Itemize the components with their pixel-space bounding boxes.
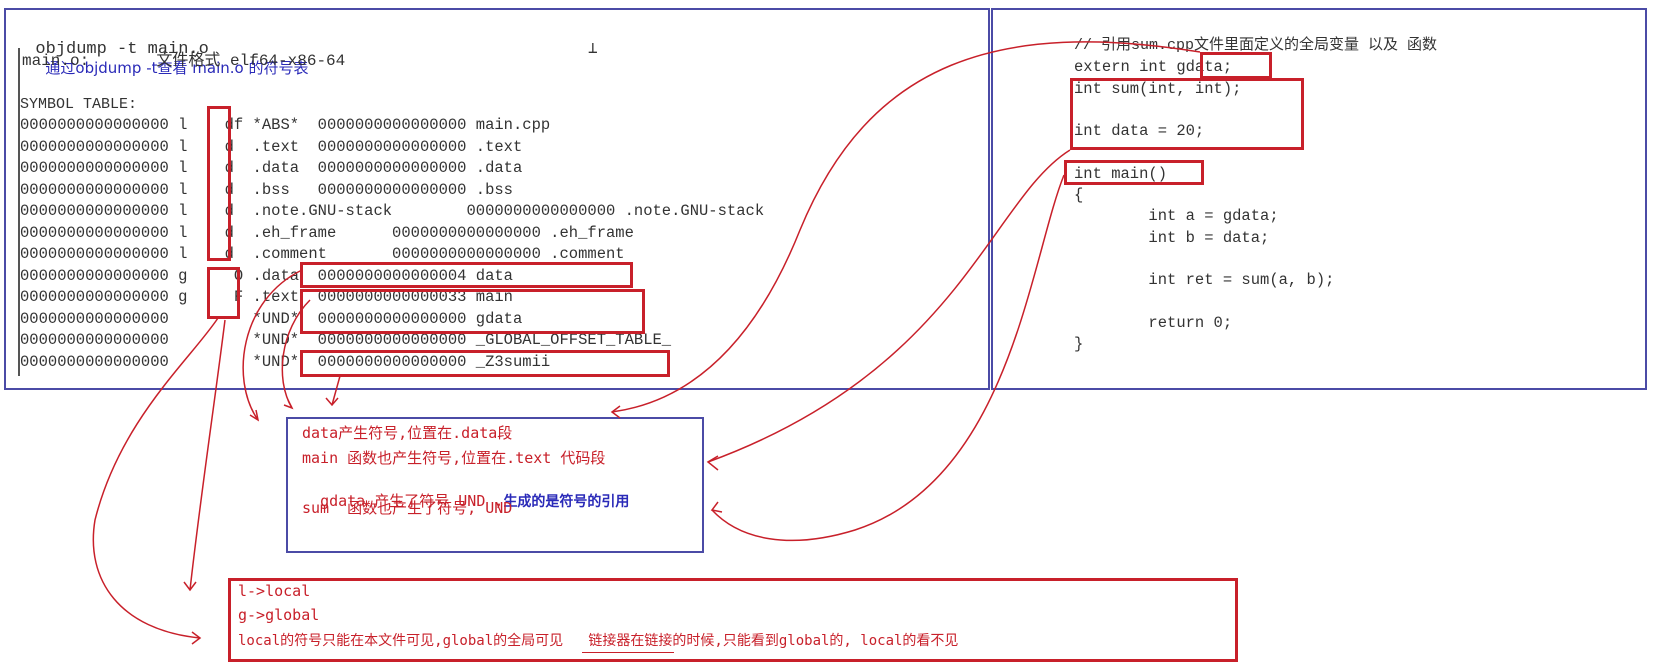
- local-flag-highlight: [207, 106, 231, 261]
- source-line: }: [1074, 335, 1084, 354]
- legend-underline: [582, 652, 674, 653]
- legend-global: g->global: [238, 606, 320, 624]
- explain-gdata-text: gdata 产生了符号 UND ,: [320, 492, 504, 510]
- legend-local: l->local: [238, 582, 311, 600]
- source-line: int a = gdata;: [1074, 207, 1279, 226]
- symbol-row: 0000000000000000 l d .bss 00000000000000…: [20, 180, 513, 199]
- source-line: return 0;: [1074, 313, 1233, 332]
- main-gdata-highlight: [300, 289, 645, 334]
- sum-symbol-highlight: [300, 350, 670, 377]
- arrowhead-data: [249, 409, 260, 422]
- explain-gdata-bold: 生成的是符号的引用: [503, 494, 630, 510]
- objdump-command: objdump -t main.o 通过objdump -t查看 main.o …: [15, 23, 308, 79]
- sum-data-decl-highlight: [1070, 78, 1304, 150]
- symbol-row: 0000000000000000 l d .eh_frame 000000000…: [20, 223, 634, 242]
- main-decl-highlight: [1064, 160, 1204, 185]
- explain-line-gdata: gdata 产生了符号 UND ,生成的是符号的引用: [302, 472, 629, 511]
- explain-line-data: data产生符号,位置在.data段: [302, 424, 513, 442]
- symbol-row: 0000000000000000 l df *ABS* 000000000000…: [20, 116, 551, 134]
- symbol-row: 0000000000000000 l d .data 0000000000000…: [20, 159, 523, 177]
- cursor-glyph: ⊥: [588, 40, 598, 58]
- symbol-row: 0000000000000000 l d .comment 0000000000…: [20, 245, 625, 263]
- arrowhead-local: [191, 631, 202, 645]
- arrowhead-global: [183, 581, 197, 592]
- data-symbol-highlight: [300, 262, 633, 288]
- source-line: int ret = sum(a, b);: [1074, 271, 1335, 290]
- arrowhead-main: [283, 399, 294, 410]
- arrowhead-main-src: [710, 501, 723, 513]
- symbol-row: 0000000000000000 l d .text 0000000000000…: [20, 137, 523, 156]
- global-flag-highlight: [207, 267, 240, 319]
- command-note: 通过objdump -t查看 main.o 的符号表: [45, 59, 309, 77]
- symbol-row: 0000000000000000 l d .note.GNU-stack 000…: [20, 202, 765, 220]
- legend-visibility-note: local的符号只能在本文件可见,global的全局可见 链接器在链接的时候,只…: [238, 633, 959, 649]
- explain-line-main: main 函数也产生符号,位置在.text 代码段: [302, 449, 606, 467]
- explain-line-sum: sum 函数也产生了符号, UND: [302, 499, 513, 517]
- file-format-line: main.o: 文件格式 elf64-x86-64: [22, 52, 346, 70]
- command-text: objdump -t main.o: [35, 40, 209, 59]
- symbol-explanation-box: [286, 417, 704, 553]
- arrowhead-sum: [325, 397, 339, 407]
- text-cursor-bar: [18, 48, 20, 376]
- arrowhead-sum-src: [706, 455, 719, 471]
- symbol-table-header: SYMBOL TABLE:: [20, 96, 138, 113]
- source-line: int b = data;: [1074, 228, 1270, 247]
- gdata-decl-highlight: [1200, 52, 1272, 79]
- visibility-legend-box: [228, 578, 1238, 662]
- source-line: {: [1074, 186, 1084, 205]
